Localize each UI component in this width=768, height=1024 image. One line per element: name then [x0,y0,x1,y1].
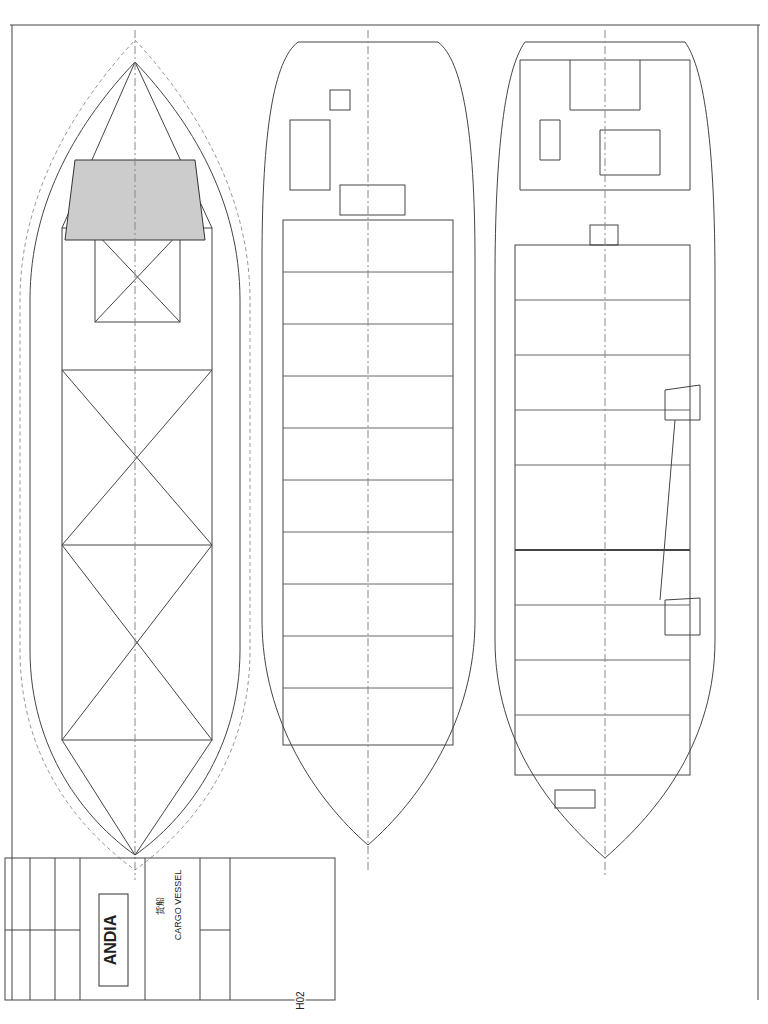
crane-jib [660,420,675,600]
diagonal [62,370,212,545]
diagonal [62,370,212,545]
stay-line [135,740,212,855]
windlass [555,790,595,808]
diagonal [95,232,180,322]
hatch-cover-box [590,225,618,245]
diagonal [62,545,212,740]
hatch-outline [62,228,212,740]
deck-line [62,370,212,371]
ship-name: ANDIA [101,903,119,978]
deckhouse [340,185,405,215]
hatch-panel [95,232,180,322]
crane-symbol [665,385,700,635]
deck-line [62,545,212,546]
stay-line [62,740,135,855]
deck-fitting [330,90,350,110]
name-box: ANDIA [98,894,128,987]
title-block [5,858,335,1000]
title-text: H02 [294,990,305,1010]
sheet-border [758,25,759,1000]
centre-line [368,30,369,870]
centre-line [135,30,136,880]
title-text: 货船 [154,895,167,915]
title-text: CARGO VESSEL [173,869,183,942]
sheet-border [12,25,13,1000]
diagonal [95,232,180,322]
hatch-outline [515,245,690,775]
sheet-border [10,25,760,26]
centre-line [605,30,606,875]
deckhouse [290,120,330,190]
diagonal [62,545,212,740]
superstructure [540,120,660,175]
